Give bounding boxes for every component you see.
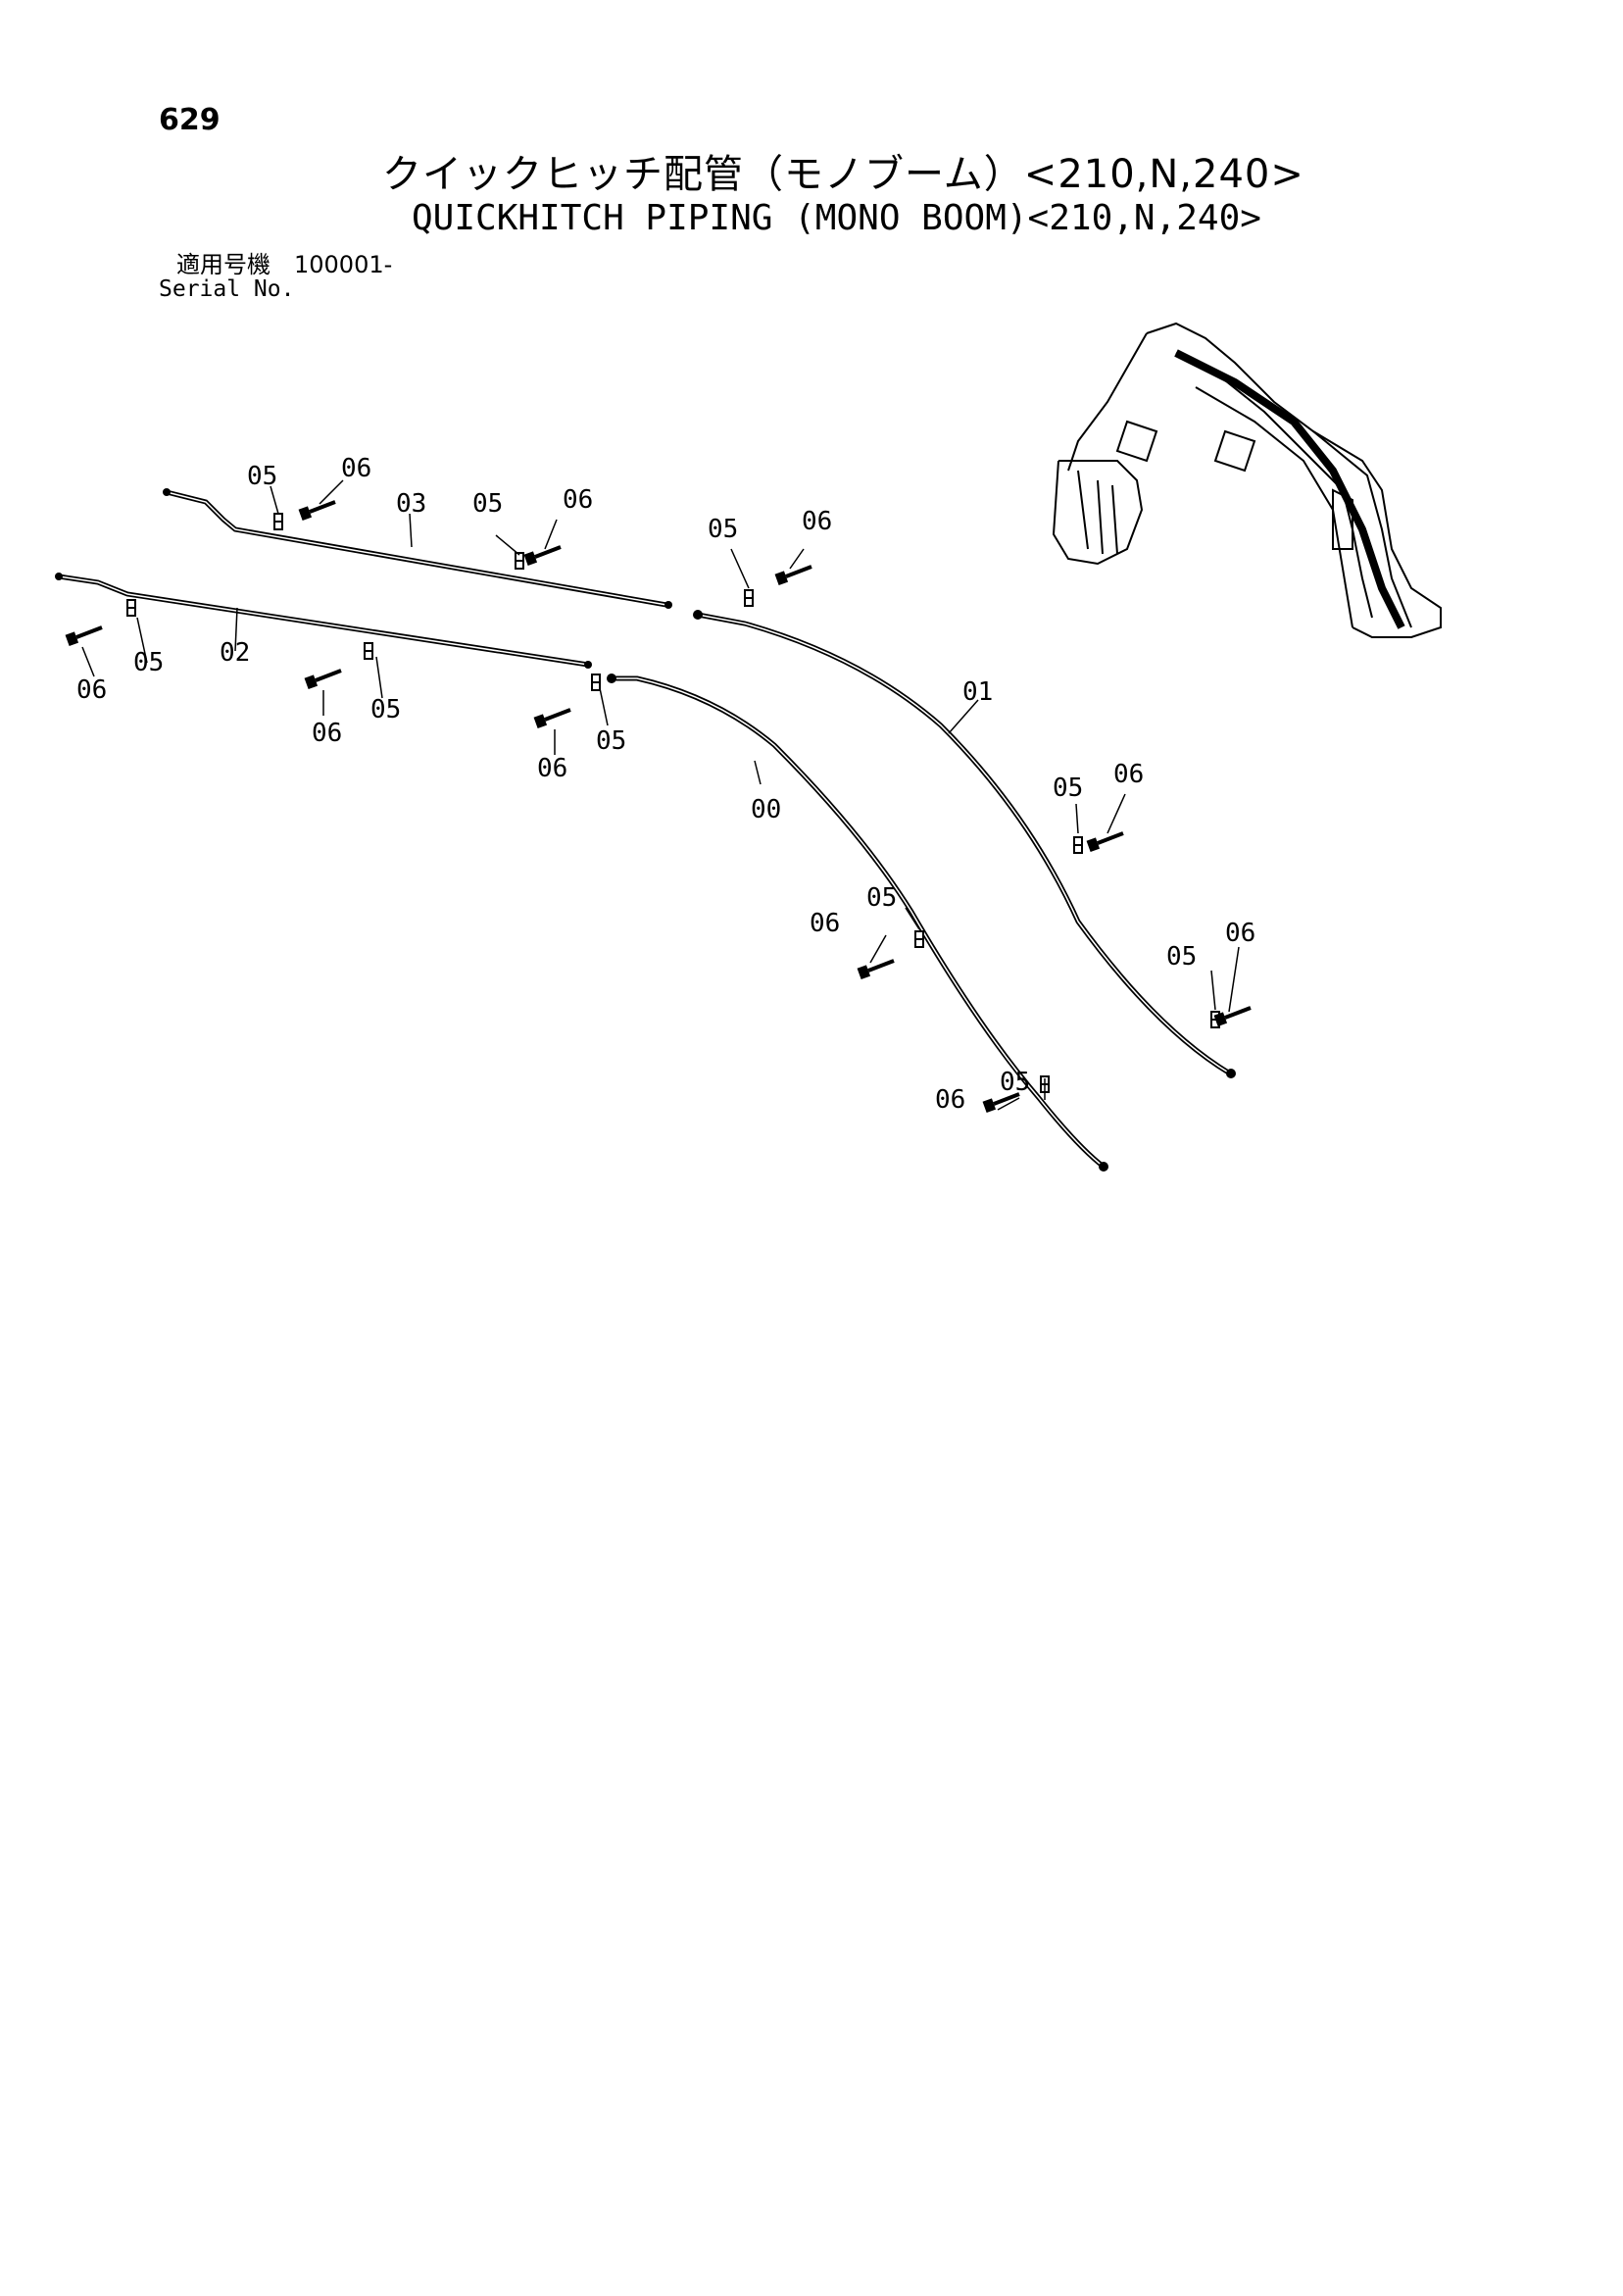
thumbnail-highlight-pipe — [1174, 349, 1405, 629]
label-00: 00 — [751, 795, 781, 824]
label-06: 06 — [802, 507, 832, 536]
label-06: 06 — [1113, 760, 1144, 789]
label-02: 02 — [220, 638, 250, 668]
leader-lines — [81, 479, 1240, 1111]
label-06: 06 — [537, 754, 567, 783]
label-05: 05 — [1166, 942, 1197, 972]
label-05: 05 — [1053, 774, 1083, 803]
label-05: 05 — [708, 515, 738, 544]
pipe-fittings — [55, 488, 1236, 1172]
page-number: 629 — [159, 103, 221, 137]
clamps-05 — [126, 513, 1220, 1093]
label-05: 05 — [133, 648, 164, 677]
label-03: 03 — [396, 489, 426, 519]
label-05: 05 — [472, 489, 503, 519]
page-title-japanese: クイックヒッチ配管（モノブーム）<210,N,240> — [382, 152, 1304, 197]
label-01: 01 — [962, 677, 993, 707]
label-05: 05 — [596, 726, 626, 756]
serial-range-japanese: 適用号機 100001- — [176, 251, 393, 278]
label-05: 05 — [370, 695, 401, 724]
label-06: 06 — [312, 719, 342, 748]
label-05: 05 — [866, 883, 897, 913]
label-06: 06 — [341, 454, 371, 483]
label-06: 06 — [810, 909, 840, 938]
label-06: 06 — [1225, 919, 1255, 948]
label-05: 05 — [1000, 1068, 1030, 1097]
bolts-06 — [63, 500, 1253, 1116]
serial-label: Serial No. — [159, 276, 295, 302]
label-06: 06 — [76, 675, 107, 705]
label-05: 05 — [247, 462, 277, 491]
label-06: 06 — [935, 1085, 965, 1115]
page-title-english: QUICKHITCH PIPING (MONO BOOM)<210,N,240> — [412, 198, 1261, 238]
part-labels: 03 02 01 00 05 06 05 06 05 06 06 05 06 0… — [76, 454, 1255, 1115]
label-06: 06 — [563, 485, 593, 515]
